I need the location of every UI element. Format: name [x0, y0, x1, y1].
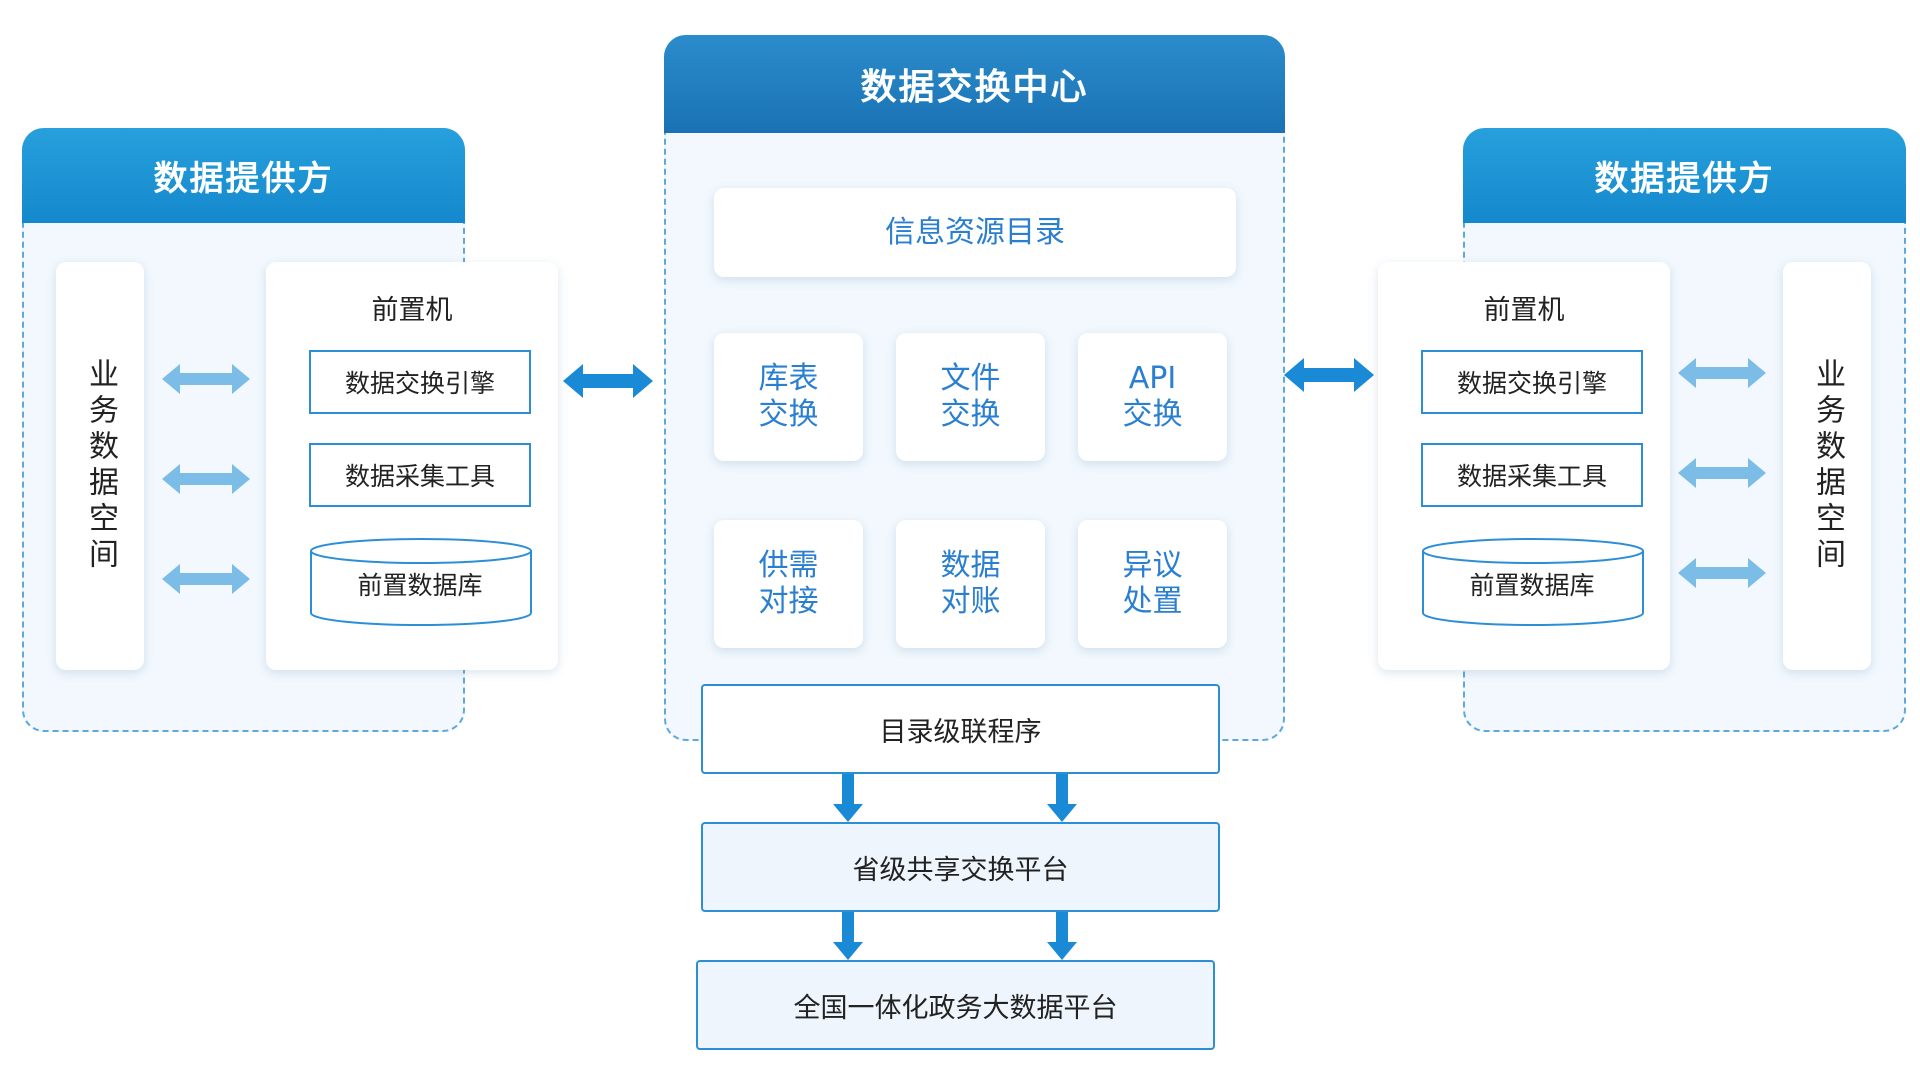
left-center-double-arrow — [563, 364, 653, 398]
left-database-cylinder — [310, 538, 532, 626]
right-collection-tool: 数据采集工具 — [1421, 443, 1643, 507]
right-front-database: 前置数据库 — [1469, 571, 1595, 600]
func-data-reconcile: 数据 对账 — [896, 520, 1045, 648]
func-objection-handling-l2: 处置 — [1122, 584, 1183, 619]
down-arrow-3 — [833, 912, 863, 960]
func-api-exchange-l1: API — [1128, 361, 1177, 396]
left-double-arrow-2 — [162, 464, 250, 494]
func-table-exchange: 库表 交换 — [714, 333, 863, 461]
right-center-double-arrow — [1284, 358, 1374, 392]
left-provider-title: 数据提供方 — [22, 128, 465, 223]
down-arrow-1 — [833, 774, 863, 822]
exchange-center-title: 数据交换中心 — [664, 35, 1285, 133]
right-provider-title: 数据提供方 — [1463, 128, 1906, 223]
right-front-machine-title: 前置机 — [1483, 295, 1565, 326]
func-data-reconcile-l2: 对账 — [940, 584, 1001, 619]
left-front-database: 前置数据库 — [357, 571, 483, 600]
func-api-exchange: API 交换 — [1078, 333, 1227, 461]
left-front-machine: 前置机 数据交换引擎 数据采集工具 前置数据库 — [266, 262, 558, 670]
left-exchange-engine: 数据交换引擎 — [309, 350, 531, 414]
func-objection-handling: 异议 处置 — [1078, 520, 1227, 648]
func-objection-handling-l1: 异议 — [1122, 548, 1183, 583]
left-collection-tool: 数据采集工具 — [309, 443, 531, 507]
right-exchange-engine: 数据交换引擎 — [1421, 350, 1643, 414]
func-file-exchange-l1: 文件 — [940, 361, 1001, 396]
func-file-exchange: 文件 交换 — [896, 333, 1045, 461]
right-business-space: 业务数据空间 — [1783, 262, 1871, 670]
right-business-space-label: 业务数据空间 — [1810, 358, 1845, 574]
national-data-platform: 全国一体化政务大数据平台 — [696, 960, 1215, 1050]
info-resource-catalog: 信息资源目录 — [714, 188, 1236, 277]
func-supply-demand-l1: 供需 — [758, 548, 819, 583]
left-business-space-label: 业务数据空间 — [83, 358, 118, 574]
left-double-arrow-3 — [162, 564, 250, 594]
down-arrow-2 — [1047, 774, 1077, 822]
catalog-cascade-program: 目录级联程序 — [701, 684, 1220, 774]
func-supply-demand: 供需 对接 — [714, 520, 863, 648]
func-table-exchange-l1: 库表 — [758, 361, 819, 396]
right-double-arrow-2 — [1678, 458, 1766, 488]
func-table-exchange-l2: 交换 — [758, 397, 819, 432]
right-database-cylinder — [1422, 538, 1644, 626]
func-api-exchange-l2: 交换 — [1122, 397, 1183, 432]
right-double-arrow-3 — [1678, 558, 1766, 588]
func-data-reconcile-l1: 数据 — [940, 548, 1001, 583]
right-front-machine: 前置机 数据交换引擎 数据采集工具 前置数据库 — [1378, 262, 1670, 670]
left-business-space: 业务数据空间 — [56, 262, 144, 670]
func-file-exchange-l2: 交换 — [940, 397, 1001, 432]
provincial-exchange-platform: 省级共享交换平台 — [701, 822, 1220, 912]
left-front-machine-title: 前置机 — [371, 295, 453, 326]
func-supply-demand-l2: 对接 — [758, 584, 819, 619]
down-arrow-4 — [1047, 912, 1077, 960]
right-double-arrow-1 — [1678, 358, 1766, 388]
left-double-arrow-1 — [162, 364, 250, 394]
